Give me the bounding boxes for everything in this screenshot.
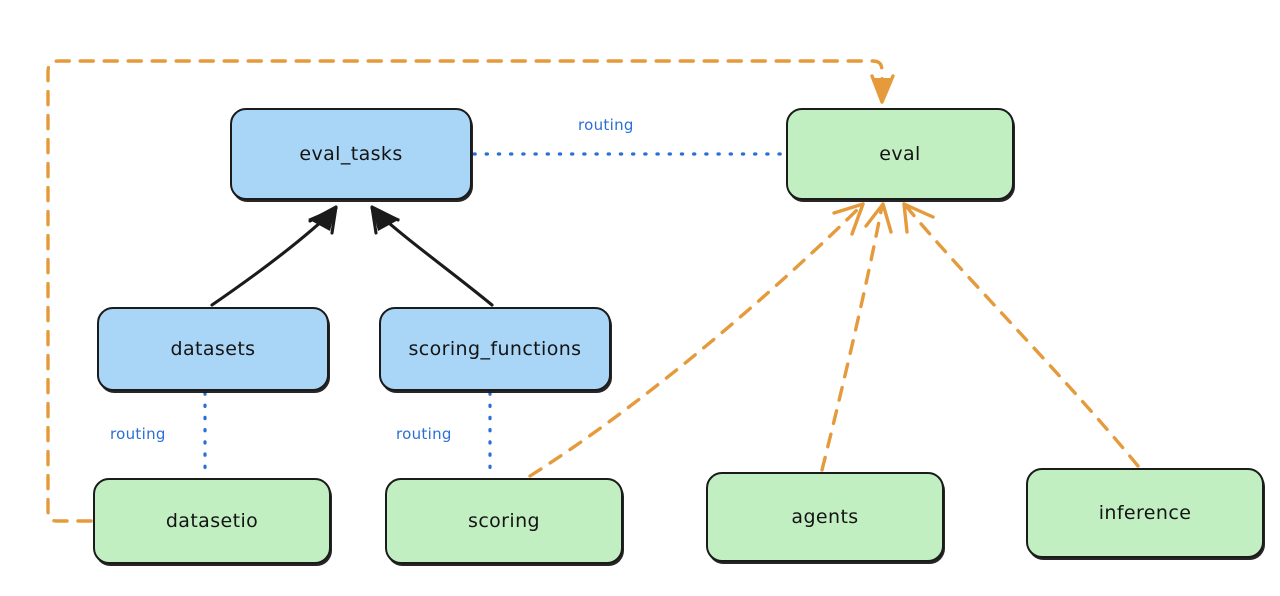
node-label-datasets: datasets <box>170 338 256 360</box>
edge-label-routing-datasets-datasetio: routing <box>110 425 166 443</box>
node-eval-tasks[interactable]: eval_tasks <box>230 108 472 200</box>
edge-inference-to-eval <box>902 202 1140 468</box>
node-datasets[interactable]: datasets <box>97 307 329 391</box>
node-label-eval-tasks: eval_tasks <box>299 143 403 165</box>
node-label-scoring: scoring <box>468 510 540 532</box>
node-scoring[interactable]: scoring <box>385 478 623 564</box>
node-scoring-functions[interactable]: scoring_functions <box>379 307 611 391</box>
node-label-eval: eval <box>879 143 921 165</box>
node-agents[interactable]: agents <box>706 472 944 562</box>
edge-label-routing-scoring-functions-scoring: routing <box>396 425 452 443</box>
node-label-scoring-functions: scoring_functions <box>408 338 582 360</box>
edge-agents-to-eval <box>820 202 893 472</box>
node-datasetio[interactable]: datasetio <box>93 478 331 564</box>
node-label-datasetio: datasetio <box>165 510 259 532</box>
node-inference[interactable]: inference <box>1026 468 1264 558</box>
edge-label-routing-eval-tasks-eval: routing <box>578 116 634 134</box>
node-label-inference: inference <box>1098 502 1192 524</box>
edge-datasets-to-eval-tasks <box>210 205 338 307</box>
edge-scoring-functions-to-eval-tasks <box>370 205 494 307</box>
node-label-agents: agents <box>791 506 859 528</box>
node-eval[interactable]: eval <box>786 108 1014 200</box>
